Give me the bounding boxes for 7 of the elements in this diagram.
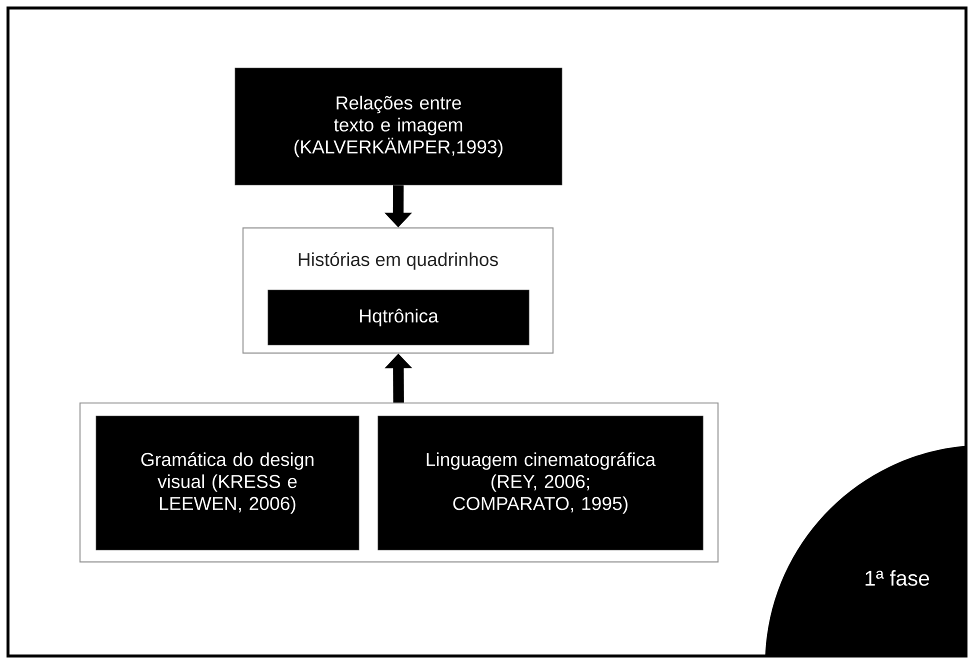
process-box: Linguagem cinematográfica (REY, 2006; COMPARATO, 1995) xyxy=(378,416,704,550)
group-box xyxy=(79,402,719,562)
process-box: Relações entre texto e imagem (KALVERKÄMPER,1993) xyxy=(234,68,562,186)
process-box: Gramática do design visual (KRESS e LEEWEN, 2006) xyxy=(96,416,360,550)
heading: Histórias em quadrinhos xyxy=(298,252,498,270)
process-box: Hqtrônica xyxy=(268,290,530,346)
node-label: 1ª fase xyxy=(866,570,930,586)
